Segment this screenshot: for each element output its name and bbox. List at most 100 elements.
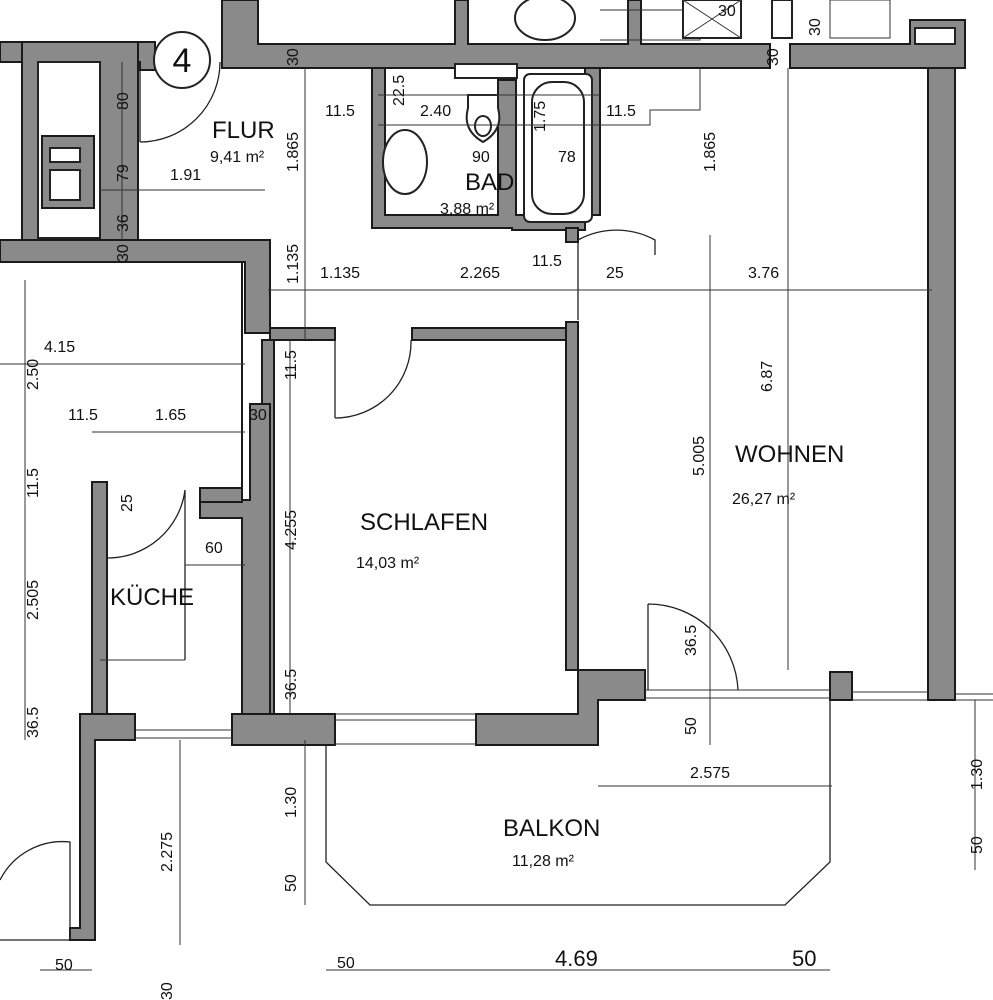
dim-191: 1.91: [170, 167, 201, 184]
dim-240: 2.40: [420, 103, 451, 120]
dim-30-top3: 30: [807, 18, 824, 36]
dimension-lines: [0, 62, 976, 971]
upper-sink: [514, 0, 576, 41]
dim-50-bal-right: 50: [792, 946, 816, 971]
upper-cabinet-2: [829, 0, 891, 39]
dim-25b: 25: [119, 494, 136, 512]
dim-1135h: 1.135: [320, 265, 360, 282]
dim-1865-flur: 1.865: [285, 132, 302, 172]
dim-165: 1.65: [155, 407, 186, 424]
dim-50-bottom-left: 50: [55, 957, 73, 974]
south-wall-mid: [475, 669, 646, 746]
dim-115-flur: 11.5: [325, 103, 355, 120]
dim-79: 79: [115, 164, 132, 182]
dim-78: 78: [558, 149, 576, 166]
south-wall-pier: [829, 671, 853, 701]
kueche-left-wall: [91, 481, 108, 715]
dim-376: 3.76: [748, 265, 779, 282]
dim-30-shelf: 30: [718, 3, 736, 20]
fixtures: [100, 0, 891, 661]
dim-vert-bath: [378, 94, 600, 126]
dim-90: 90: [472, 149, 490, 166]
unit-number-circle: [153, 31, 211, 89]
dim-25a: 25: [606, 265, 624, 282]
dim-30-bottom: 30: [159, 982, 176, 1000]
dim-687: 6.87: [759, 361, 776, 392]
window-top-right: [914, 27, 956, 45]
room-wohnen: WOHNEN: [735, 441, 844, 468]
window-wohnen-east: [852, 691, 928, 701]
bath-stub: [565, 227, 579, 243]
dim-2575: 2.575: [690, 765, 730, 782]
chimney-vent-2: [49, 169, 81, 201]
door-kueche: [106, 489, 186, 660]
dim-365-left: 36.5: [25, 707, 42, 738]
dim-415: 4.15: [44, 339, 75, 356]
area-wohnen: 26,27 m²: [732, 491, 796, 508]
dim-50-wohn: 50: [683, 717, 700, 735]
dim-130-right: 1.30: [969, 759, 986, 790]
dim-115-left: 11.5: [25, 468, 42, 498]
toilet-seat: [474, 115, 492, 137]
walls: [0, 0, 966, 941]
dim-2275: 2.275: [159, 832, 176, 872]
dim-50-bal-left: 50: [337, 955, 355, 972]
area-schlafen: 14,03 m²: [356, 555, 420, 572]
dim-115-k: 11.5: [68, 407, 98, 424]
hall-wall-lower: [0, 239, 271, 334]
room-schlafen: SCHLAFEN: [360, 509, 488, 536]
area-flur: 9,41 m²: [210, 149, 265, 166]
window-east-outside: [955, 693, 993, 701]
room-flur: FLUR: [212, 117, 275, 144]
dim-365-wohn: 36.5: [683, 625, 700, 656]
area-bad: 3,88 m²: [440, 201, 495, 218]
dim-50-bal-v: 50: [283, 874, 300, 892]
bath-partition: [600, 68, 701, 126]
dim-365-schl: 36.5: [283, 669, 300, 700]
bathtub-inner: [531, 81, 585, 215]
dim-1865-right: 1.865: [702, 132, 719, 172]
dim-469: 4.69: [555, 946, 598, 971]
schlafen-top-wall: [411, 327, 579, 341]
window-kueche-south: [135, 729, 232, 739]
dim-130-bal: 1.30: [283, 787, 300, 818]
dim-50-right: 50: [969, 836, 986, 854]
balcony-outline: [325, 700, 831, 906]
dim-2265: 2.265: [460, 265, 500, 282]
dim-250: 2.50: [25, 359, 42, 390]
dim-60: 60: [205, 540, 223, 557]
dim-30-k: 30: [249, 407, 267, 424]
window-wohnen-south: [645, 689, 830, 699]
room-kueche: KÜCHE: [110, 584, 194, 611]
south-wall-left: [231, 713, 336, 746]
door-flur-entry: [139, 61, 221, 143]
dim-225: 22.5: [391, 75, 408, 106]
window-top-bath: [454, 63, 518, 79]
dim-115-bad: 11.5: [606, 103, 636, 120]
area-balkon: 11,28 m²: [512, 853, 575, 870]
dim-2505: 2.505: [25, 580, 42, 620]
bath-wall: [371, 67, 601, 231]
door-stair: [0, 840, 71, 940]
dim-30-top2: 30: [765, 48, 782, 66]
dim-36: 36: [115, 214, 132, 232]
dim-115-schl: 11.5: [283, 350, 300, 380]
dim-80: 80: [115, 92, 132, 110]
unit-number: 4: [173, 42, 192, 80]
east-wall: [927, 67, 956, 701]
upper-cabinet: [771, 0, 793, 39]
small-wall-piece: [199, 487, 243, 503]
upper-shower-diag: [682, 0, 742, 39]
dim-30-top1: 30: [285, 48, 302, 66]
room-bad: BAD: [465, 169, 514, 196]
schlafen-right-wall: [565, 321, 579, 671]
door-bad: [577, 229, 656, 320]
door-schlafen: [334, 339, 412, 419]
dim-115-corr: 11.5: [532, 253, 562, 270]
dim-30-hall: 30: [115, 244, 132, 262]
room-balkon: BALKON: [503, 815, 600, 842]
stair-wall: [69, 713, 136, 941]
top-wall-mid: [221, 0, 771, 69]
dim-175: 1.75: [532, 101, 549, 132]
